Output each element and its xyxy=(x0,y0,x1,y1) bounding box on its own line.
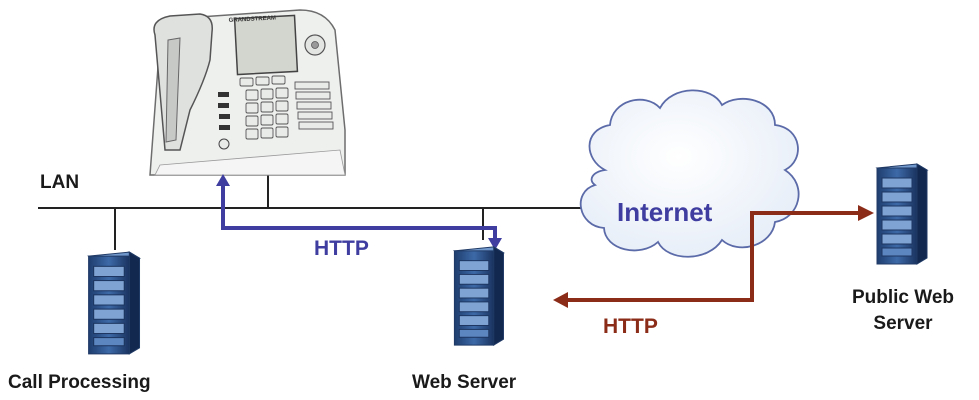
lan-http-arrow xyxy=(221,183,497,242)
lan-label: LAN xyxy=(40,172,80,193)
internet-cloud-icon xyxy=(579,89,800,258)
lan-http-arrowhead-up xyxy=(216,174,230,186)
internet-http-label: HTTP xyxy=(603,315,658,338)
internet-http-arrowhead-right xyxy=(858,205,874,221)
call-processing-label: Call Processing xyxy=(8,372,151,393)
lan-http-label: HTTP xyxy=(314,237,369,260)
public-web-server-icon xyxy=(876,163,928,265)
ip-phone-icon: GRANDSTREAM xyxy=(149,9,346,176)
public-web-server-label-line1: Public Web xyxy=(851,287,955,308)
svg-text:GRANDSTREAM: GRANDSTREAM xyxy=(229,15,277,23)
internet-http-arrow xyxy=(568,211,858,302)
call-processing-server-icon xyxy=(88,251,141,355)
internet-http-arrowhead-left xyxy=(553,292,568,308)
internet-label: Internet xyxy=(617,197,713,227)
web-server-label: Web Server xyxy=(412,372,517,393)
web-server-icon xyxy=(453,246,504,346)
public-web-server-label: Public Web Server xyxy=(838,285,968,337)
public-web-server-label-line2: Server xyxy=(873,313,933,334)
lan-http-arrowhead-down xyxy=(488,238,502,250)
